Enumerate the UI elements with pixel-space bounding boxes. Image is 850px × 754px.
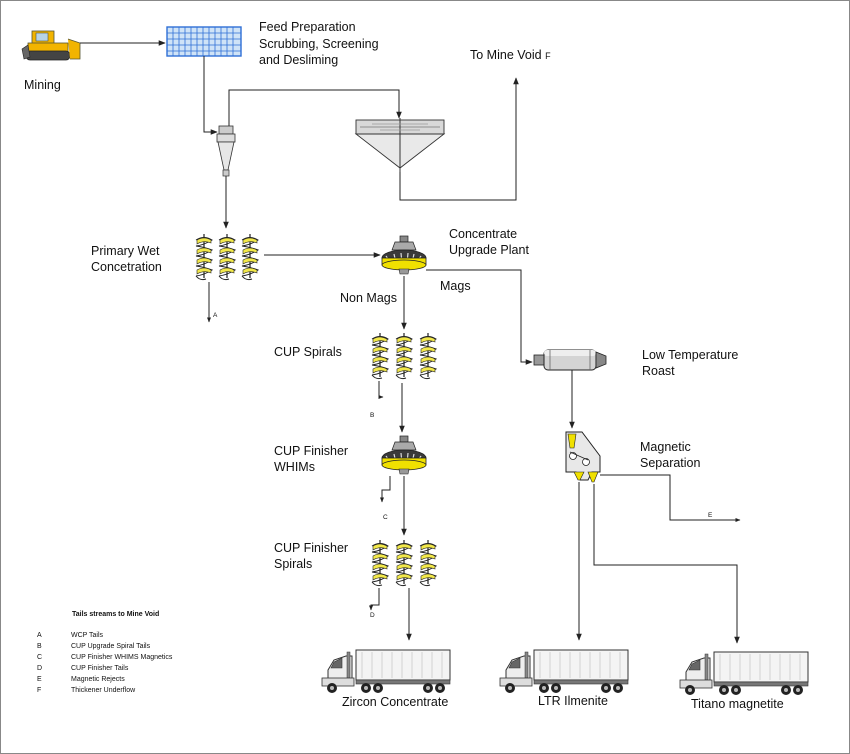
label-primary-wet-1: Primary Wet bbox=[91, 244, 160, 258]
truck-ilmenite-icon bbox=[499, 649, 629, 694]
screen-icon bbox=[166, 26, 242, 57]
legend-text: CUP Upgrade Spiral Tails bbox=[71, 643, 151, 650]
legend-row: F Thickener Underflow bbox=[37, 687, 135, 694]
legend-text: CUP Finisher Tails bbox=[71, 665, 129, 672]
stream-code-c: C bbox=[383, 514, 388, 521]
label-cup-fin-spirals-1: CUP Finisher bbox=[274, 541, 349, 555]
label-cup-fin-spirals-2: Spirals bbox=[274, 557, 313, 571]
cup-spirals-icon bbox=[371, 332, 437, 380]
legend-code: A bbox=[37, 632, 42, 639]
label-to-mine-void-text: To Mine Void bbox=[470, 48, 542, 62]
label-feed-prep-1: Feed Preparation bbox=[259, 20, 356, 34]
legend-code: F bbox=[37, 687, 42, 694]
label-ltr-2: Roast bbox=[642, 364, 675, 378]
legend-row: D CUP Finisher Tails bbox=[37, 665, 128, 672]
label-ltr-ilmenite: LTR Ilmenite bbox=[538, 694, 608, 708]
primary-wet-spirals-icon bbox=[195, 233, 259, 281]
label-cup-spirals: CUP Spirals bbox=[274, 345, 342, 359]
label-to-mine-void-code: F bbox=[545, 51, 551, 61]
label-cup-1: Concentrate bbox=[449, 227, 518, 241]
legend-text: WCP Tails bbox=[71, 632, 104, 639]
stream-code-d: D bbox=[370, 612, 375, 619]
truck-titano-icon bbox=[679, 651, 809, 696]
legend-row: A WCP Tails bbox=[37, 632, 103, 639]
cup-magnetic-separator-icon bbox=[381, 235, 427, 275]
cup-finisher-whims-icon bbox=[381, 435, 427, 475]
legend-text: Thickener Underflow bbox=[71, 687, 136, 694]
legend-text: CUP Finisher WHIMS Magnetics bbox=[71, 654, 173, 661]
legend-code: D bbox=[37, 665, 43, 672]
legend-title: Tails streams to Mine Void bbox=[72, 611, 160, 618]
truck-zircon-icon bbox=[321, 649, 451, 694]
legend-row: B CUP Upgrade Spiral Tails bbox=[37, 643, 150, 650]
stream-code-b: B bbox=[370, 412, 375, 419]
magnetic-drum-separator-icon bbox=[565, 431, 601, 483]
cup-finisher-spirals-icon bbox=[371, 539, 437, 587]
legend-text: Magnetic Rejects bbox=[71, 676, 125, 683]
label-mining: Mining bbox=[24, 78, 61, 92]
label-ltr-1: Low Temperature bbox=[642, 348, 739, 362]
label-cup-whims-1: CUP Finisher bbox=[274, 444, 349, 458]
legend-code: B bbox=[37, 643, 42, 650]
label-non-mags: Non Mags bbox=[340, 291, 397, 305]
legend-code: C bbox=[37, 654, 43, 661]
label-primary-wet-2: Concetration bbox=[91, 260, 162, 274]
hydrocyclone-icon bbox=[216, 125, 236, 177]
label-feed-prep-3: and Desliming bbox=[259, 53, 339, 67]
label-cup-whims-2: WHIMs bbox=[274, 460, 315, 474]
stream-code-e: E bbox=[708, 512, 713, 519]
label-cup-2: Upgrade Plant bbox=[449, 243, 529, 257]
legend-row: C CUP Finisher WHIMS Magnetics bbox=[37, 654, 172, 661]
bulldozer-icon bbox=[21, 30, 81, 61]
label-feed-prep-2: Scrubbing, Screening bbox=[259, 37, 379, 51]
kiln-icon bbox=[533, 349, 607, 371]
stream-code-a: A bbox=[213, 312, 218, 319]
label-magsep-2: Separation bbox=[640, 456, 701, 470]
legend-row: E Magnetic Rejects bbox=[37, 676, 125, 683]
legend-code: E bbox=[37, 676, 42, 683]
flow-lines bbox=[80, 40, 741, 644]
label-titano-magnetite: Titano magnetite bbox=[691, 697, 784, 711]
label-mags: Mags bbox=[440, 279, 471, 293]
thickener-icon bbox=[354, 118, 446, 172]
label-to-mine-void: To Mine Void F bbox=[470, 47, 551, 64]
label-zircon-concentrate: Zircon Concentrate bbox=[342, 695, 449, 709]
label-magsep-1: Magnetic bbox=[640, 440, 691, 454]
